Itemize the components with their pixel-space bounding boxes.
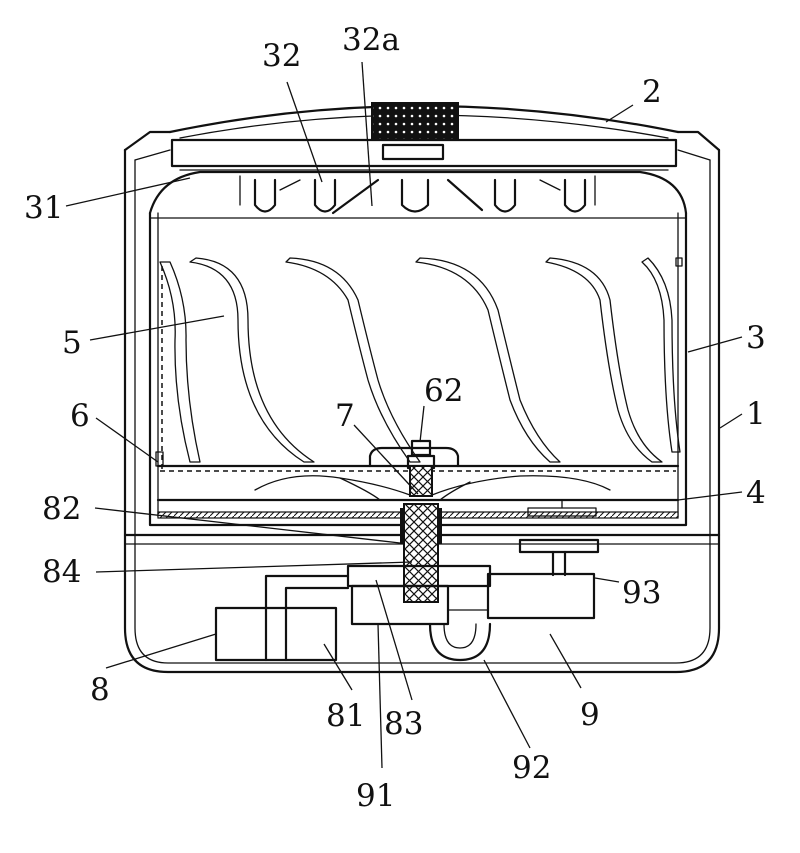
label-62: 62 <box>424 373 463 409</box>
shaft <box>400 504 442 602</box>
label-83: 83 <box>384 706 423 742</box>
label-92: 92 <box>512 750 551 786</box>
label-2: 2 <box>642 74 662 110</box>
leader-lines <box>66 62 742 768</box>
label-32: 32 <box>262 38 301 74</box>
screen <box>156 266 163 470</box>
lid-vent-grille <box>372 103 458 140</box>
left-unit <box>216 576 348 660</box>
label-91: 91 <box>356 778 395 814</box>
drive-unit <box>488 540 598 618</box>
hub <box>370 441 458 496</box>
label-8: 8 <box>90 672 110 708</box>
label-5: 5 <box>62 325 82 361</box>
label-3: 3 <box>746 320 766 356</box>
label-81: 81 <box>326 698 365 734</box>
label-4: 4 <box>746 475 766 511</box>
label-1: 1 <box>746 396 766 432</box>
label-93: 93 <box>622 575 661 611</box>
label-6: 6 <box>70 398 90 434</box>
label-9: 9 <box>580 697 600 733</box>
label-31: 31 <box>24 190 63 226</box>
label-7: 7 <box>335 398 355 434</box>
label-84: 84 <box>42 554 81 590</box>
label-32a: 32a <box>342 22 400 58</box>
label-82: 82 <box>42 491 81 527</box>
lid <box>170 103 678 170</box>
